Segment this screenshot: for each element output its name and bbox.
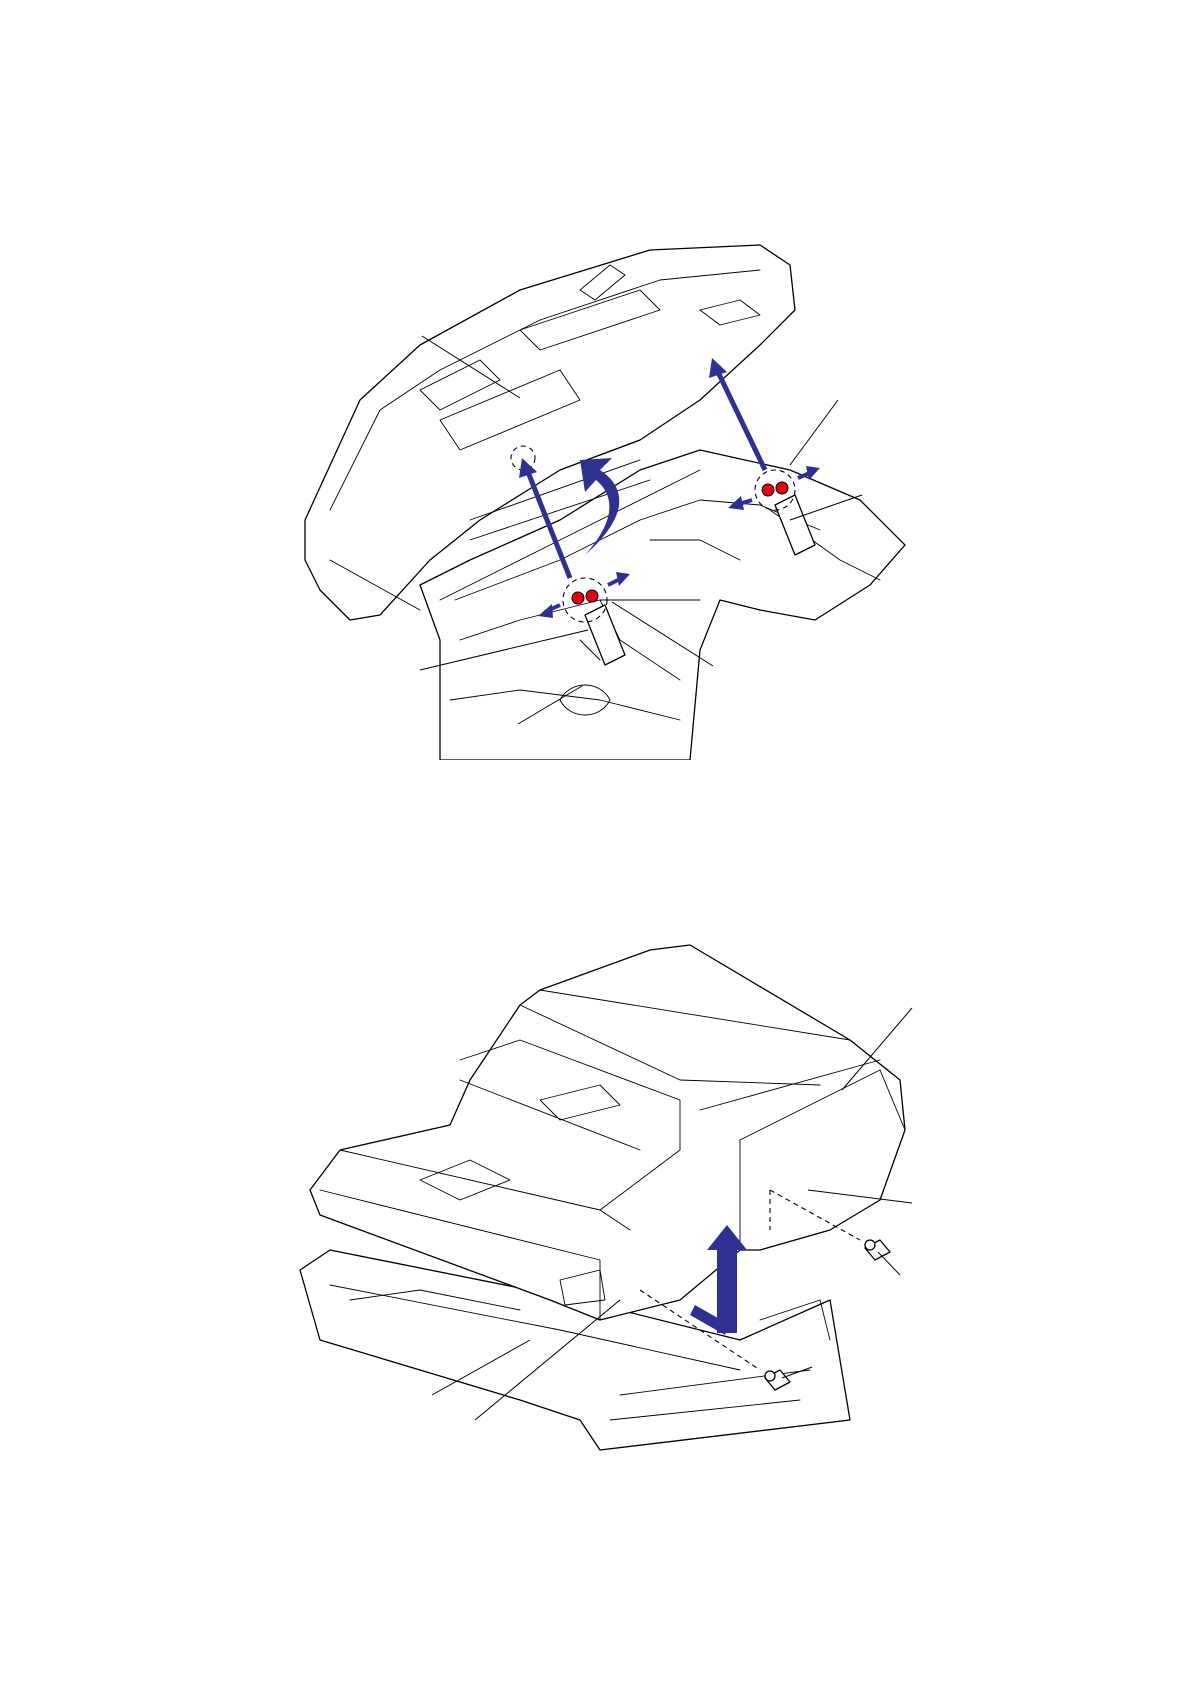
adf-hinge-illustration [0,200,1190,760]
screw-icon [865,1240,890,1260]
adf-lift-illustration [0,920,1190,1460]
adf-lift-diagram [0,920,1190,1460]
adf-hinge-diagram [0,200,1190,760]
